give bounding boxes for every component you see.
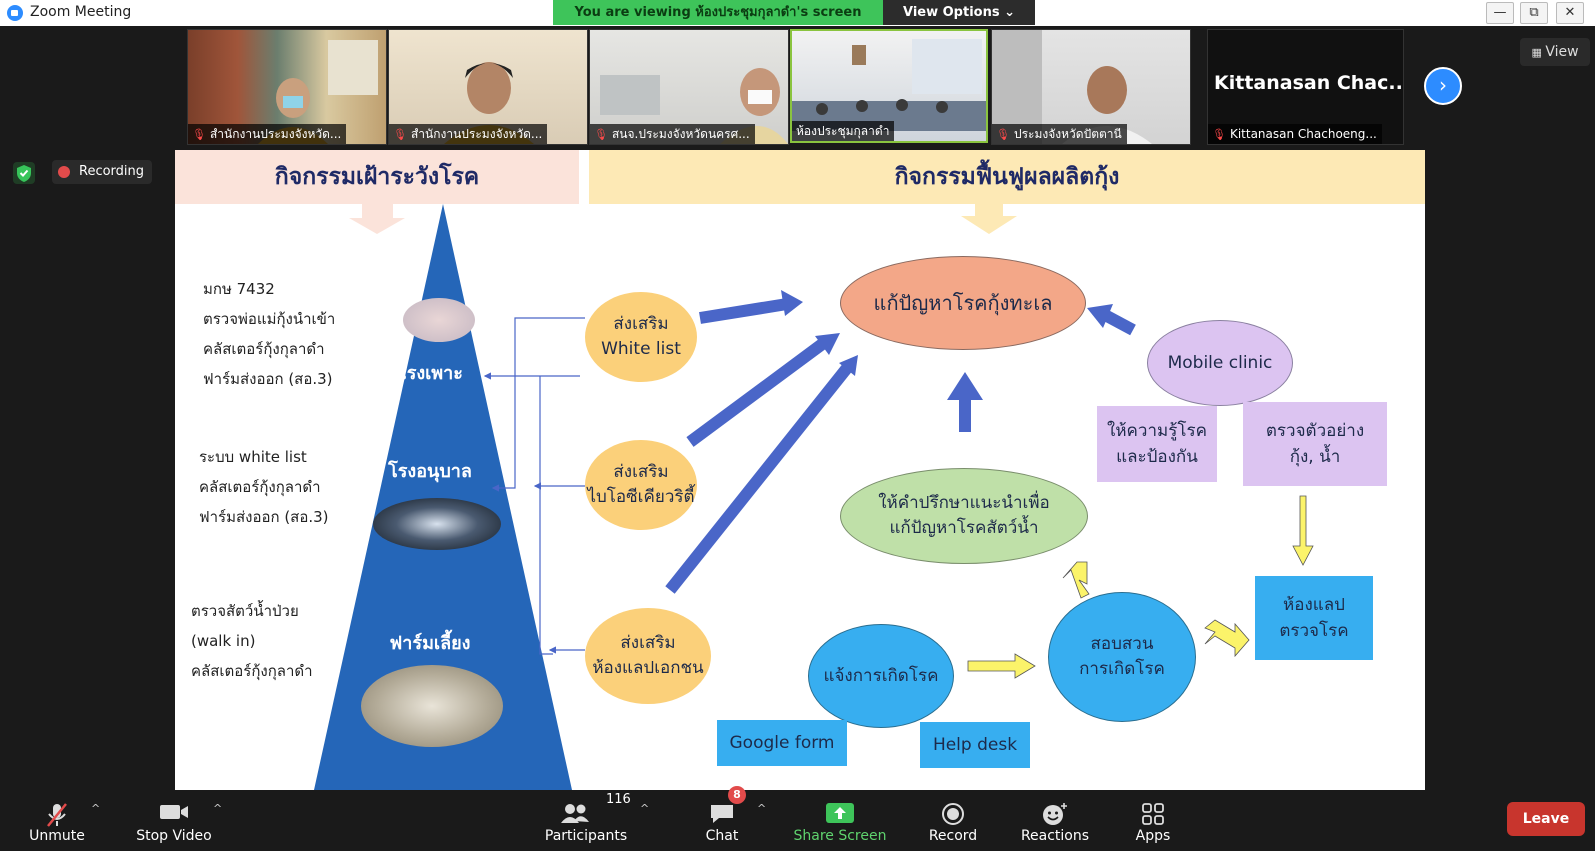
view-options-button[interactable]: View Options ⌄ bbox=[883, 0, 1035, 25]
down-arrow-right bbox=[961, 204, 1017, 234]
muted-mic-icon: 🎙 bbox=[1212, 128, 1226, 141]
chevron-right-icon: › bbox=[1439, 73, 1447, 97]
audio-options-caret[interactable]: ^ bbox=[91, 802, 101, 815]
unmute-button[interactable]: Unmute bbox=[18, 794, 96, 851]
shrimp-farm-photo bbox=[361, 665, 503, 747]
investigate-oval: สอบสวนการเกิดโรค bbox=[1048, 592, 1196, 722]
participants-icon bbox=[560, 802, 590, 830]
header-surveillance: กิจกรรมเฝ้าระวังโรค bbox=[175, 150, 579, 204]
central-goal-oval: แก้ปัญหาโรคกุ้งทะเล bbox=[840, 256, 1086, 350]
muted-mic-icon: 🎙 bbox=[594, 128, 608, 141]
participant-video-tile-active[interactable]: ห้องประชุมกุลาดำ bbox=[790, 29, 988, 143]
share-screen-button[interactable]: Share Screen bbox=[790, 794, 890, 851]
promote-biosecurity-oval: ส่งเสริมไบโอซีเคียวริตี้ bbox=[585, 440, 697, 530]
share-screen-icon bbox=[825, 802, 855, 830]
pyramid bbox=[314, 204, 572, 790]
record-button[interactable]: Record bbox=[918, 794, 988, 851]
next-page-button[interactable]: › bbox=[1424, 67, 1462, 105]
participant-video-tile[interactable]: 🎙สนจ.ประมงจังหวัดนครศ... bbox=[589, 29, 789, 145]
mobile-clinic-oval: Mobile clinic bbox=[1147, 320, 1293, 406]
header-recovery: กิจกรรมฟื้นฟูผลผลิตกุ้ง bbox=[589, 150, 1425, 204]
participants-count: 116 bbox=[606, 792, 631, 807]
participant-name-label: 🎙Kittanasan Chachoeng... bbox=[1208, 124, 1382, 144]
down-arrow-left bbox=[349, 204, 405, 234]
recording-indicator[interactable]: Recording bbox=[52, 160, 152, 184]
tier-farm-label: ฟาร์มเลี้ยง bbox=[389, 633, 471, 654]
muted-mic-icon bbox=[45, 802, 69, 834]
leave-button[interactable]: Leave bbox=[1507, 802, 1585, 836]
view-button[interactable]: ▦ View bbox=[1520, 38, 1590, 66]
chat-bubble-icon bbox=[709, 802, 735, 830]
participant-name-label: 🎙ประมงจังหวัดปัตตานี bbox=[992, 124, 1127, 144]
muted-mic-icon: 🎙 bbox=[996, 128, 1010, 141]
maximize-button[interactable]: ⧉ bbox=[1520, 2, 1548, 24]
minimize-button[interactable]: — bbox=[1486, 2, 1514, 24]
participant-name-label: 🎙สนจ.ประมงจังหวัดนครศ... bbox=[590, 124, 755, 144]
participant-video-feed bbox=[792, 39, 986, 131]
participant-name-label: 🎙สำนักงานประมงจังหวัด... bbox=[188, 124, 347, 144]
close-button[interactable]: ✕ bbox=[1556, 2, 1584, 24]
muted-mic-icon: 🎙 bbox=[393, 128, 407, 141]
participant-video-tile[interactable]: Kittanasan Chac... 🎙Kittanasan Chachoeng… bbox=[1207, 29, 1404, 145]
screen-share-banner: You are viewing ห้องประชุมกุลาดำ's scree… bbox=[553, 0, 883, 25]
advice-oval: ให้คำปรึกษาแนะนำเพื่อแก้ปัญหาโรคสัตว์น้ำ bbox=[840, 468, 1088, 564]
knowledge-box: ให้ความรู้โรคและป้องกัน bbox=[1097, 406, 1217, 482]
participant-video-tile[interactable]: 🎙ประมงจังหวัดปัตตานี bbox=[991, 29, 1191, 145]
stop-video-button[interactable]: Stop Video bbox=[128, 794, 220, 851]
window-title: Zoom Meeting bbox=[30, 4, 132, 20]
meeting-toolbar: Unmute ^ Stop Video ^ 116 Participants ^… bbox=[0, 786, 1595, 851]
diagram-graphics bbox=[314, 204, 1314, 790]
shared-screen-slide: กิจกรรมเฝ้าระวังโรค กิจกรรมฟื้นฟูผลผลิตก… bbox=[175, 150, 1425, 790]
chat-options-caret[interactable]: ^ bbox=[757, 802, 767, 815]
participant-name-label: 🎙สำนักงานประมงจังหวัด... bbox=[389, 124, 548, 144]
participant-big-name: Kittanasan Chac... bbox=[1214, 72, 1404, 94]
muted-mic-icon: 🎙 bbox=[192, 128, 206, 141]
sample-test-box: ตรวจตัวอย่างกุ้ง, น้ำ bbox=[1243, 402, 1387, 486]
apps-grid-icon bbox=[1141, 802, 1165, 832]
apps-button[interactable]: Apps bbox=[1118, 794, 1188, 851]
reactions-button[interactable]: Reactions bbox=[1015, 794, 1095, 851]
help-desk-box: Help desk bbox=[920, 722, 1030, 768]
video-camera-icon bbox=[159, 802, 189, 828]
tier-nursery-label: โรงอนุบาล bbox=[388, 461, 472, 482]
participant-name-label: ห้องประชุมกุลาดำ bbox=[792, 121, 895, 141]
shrimp-broodstock-photo bbox=[403, 298, 475, 342]
smiley-plus-icon bbox=[1041, 802, 1069, 832]
participants-options-caret[interactable]: ^ bbox=[640, 802, 650, 815]
zoom-logo-icon bbox=[7, 5, 23, 21]
tier-hatchery-label: โรงเพาะ bbox=[397, 363, 463, 384]
chat-unread-badge: 8 bbox=[728, 786, 746, 804]
note-farm: ตรวจสัตว์น้ำป่วย (walk in)คลัสเตอร์กุ้งก… bbox=[191, 602, 313, 680]
promote-private-lab-oval: ส่งเสริมห้องแลปเอกชน bbox=[585, 608, 711, 704]
participant-video-tile[interactable]: 🎙สำนักงานประมงจังหวัด... bbox=[187, 29, 387, 145]
video-options-caret[interactable]: ^ bbox=[213, 802, 223, 815]
chat-button[interactable]: 8 Chat bbox=[692, 786, 752, 851]
encryption-shield-icon[interactable] bbox=[13, 162, 35, 184]
record-dot-icon bbox=[58, 166, 70, 178]
lab-box: ห้องแลปตรวจโรค bbox=[1255, 576, 1373, 660]
record-icon bbox=[941, 802, 965, 832]
report-oval: แจ้งการเกิดโรค bbox=[808, 624, 954, 728]
google-form-box: Google form bbox=[717, 720, 847, 766]
participant-video-tile[interactable]: 🎙สำนักงานประมงจังหวัด... bbox=[388, 29, 588, 145]
grid-view-icon: ▦ bbox=[1531, 46, 1546, 59]
participants-button[interactable]: 116 Participants bbox=[544, 792, 631, 844]
shrimp-larvae-photo bbox=[373, 498, 501, 550]
